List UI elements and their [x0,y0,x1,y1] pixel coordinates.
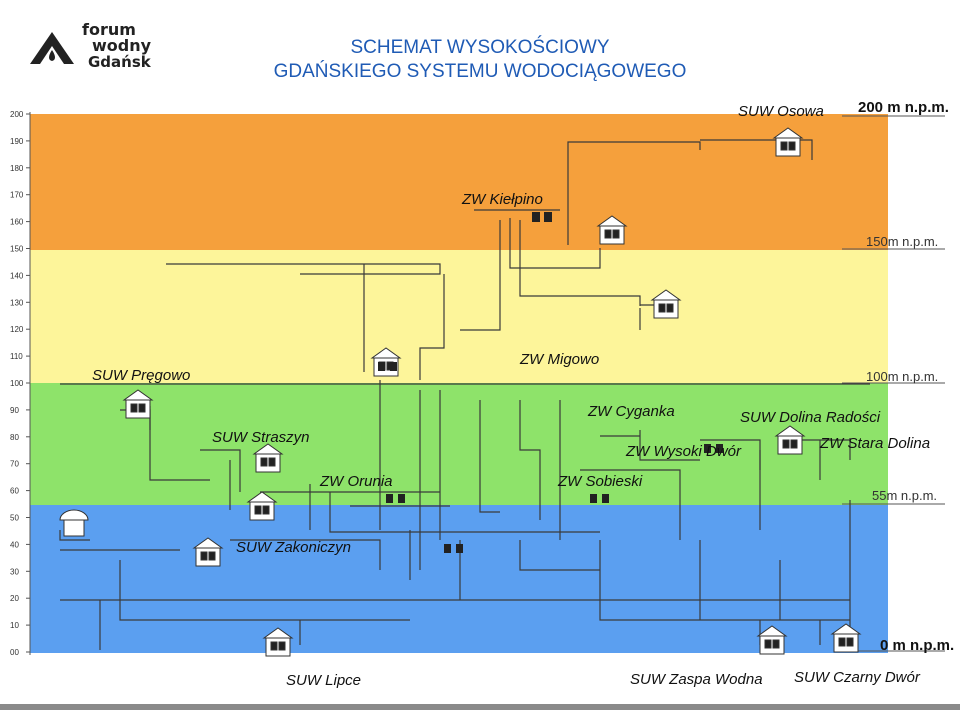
label-suw-zakoniczyn: SUW Zakoniczyn [236,539,351,556]
logo-line-forum: forum [82,20,136,39]
zone-top [30,114,888,250]
label-zw-cyganka: ZW Cyganka [587,403,675,420]
axis-tick-label: 160 [10,218,24,227]
axis-tick-label: 200 [10,110,24,119]
axis-tick-label: 60 [10,487,19,496]
label-zw-sobieski: ZW Sobieski [557,473,643,490]
logo-line-wodny: wodny [92,36,152,55]
axis-tick-label: 170 [10,191,24,200]
house-icon [246,491,278,521]
zone-low [30,505,888,653]
house-icon [650,289,682,319]
label-suw-straszyn: SUW Straszyn [212,429,310,446]
axis-tick-label: 30 [10,567,19,576]
label-zw-migowo: ZW Migowo [519,351,599,368]
axis-tick-label: 140 [10,271,24,280]
level-label-200: 200 m n.p.m. [858,100,949,116]
house-icon [774,425,806,455]
label-suw-zaspa-wodna: SUW Zaspa Wodna [630,671,763,688]
reservoir-icons [378,212,723,553]
axis-tick-label: 100 [10,379,24,388]
axis-tick-label: 120 [10,325,24,334]
label-suw-dolina-radosci: SUW Dolina Radości [740,409,881,426]
axis-tick-label: 80 [10,433,19,442]
house-icon [262,627,294,657]
axis-tick-label: 10 [10,621,19,630]
label-zw-orunia: ZW Orunia [319,473,393,490]
axis-tick-label: 90 [10,406,19,415]
drop-mountain-icon [30,32,74,64]
level-label-150: 150m n.p.m. [866,234,938,249]
house-icon [772,127,804,157]
axis-tick-label: 00 [10,648,19,657]
logo-line-gdansk: Gdańsk [88,53,151,71]
label-zw-stara-dolina: ZW Stara Dolina [819,435,930,452]
bottom-bar [0,704,960,710]
page-title: SCHEMAT WYSOKOŚCIOWY GDAŃSKIEGO SYSTEMU … [250,36,710,84]
height-scheme-diagram: 200 190 180 170 160 150 140 130 120 110 100 90 80 70 6… [10,100,954,689]
house-icon [192,537,224,567]
house-icon [252,443,284,473]
house-icon [756,625,788,655]
station-icons [59,127,862,657]
forum-wodny-logo: forum wodny Gdańsk [28,22,158,74]
house-icon [830,623,862,653]
label-suw-osowa: SUW Osowa [738,103,824,120]
label-zw-kielpino: ZW Kiełpino [461,191,543,208]
label-suw-czarny-dwor: SUW Czarny Dwór [794,669,921,686]
house-icon [596,215,628,245]
level-label-100: 100m n.p.m. [866,369,938,384]
axis-tick-label: 50 [10,514,19,523]
axis-tick-label: 190 [10,137,24,146]
zone-middle [30,383,888,505]
zone-upper [30,250,888,383]
house-icon [122,389,154,419]
title-line-2: GDAŃSKIEGO SYSTEMU WODOCIĄGOWEGO [273,61,687,82]
pipe-network [59,139,870,650]
axis-tick-label: 40 [10,540,19,549]
axis-tick-label: 180 [10,164,24,173]
level-label-55: 55m n.p.m. [872,488,937,503]
axis-tick-label: 150 [10,245,24,254]
label-suw-pregowo: SUW Pręgowo [92,367,190,384]
label-suw-lipce: SUW Lipce [286,672,361,689]
axis-tick-label: 130 [10,298,24,307]
axis-tick-label: 70 [10,460,19,469]
water-tower-icon [59,509,89,537]
label-zw-wysoki-dwor: ZW Wysoki Dwór [625,443,742,460]
title-line-1: SCHEMAT WYSOKOŚCIOWY [350,37,610,58]
elevation-axis: 200 190 180 170 160 150 140 130 120 110 100 90 80 70 6… [10,110,30,657]
axis-tick-label: 20 [10,594,19,603]
axis-tick-label: 110 [10,352,23,361]
level-label-0: 0 m n.p.m. [880,637,954,654]
